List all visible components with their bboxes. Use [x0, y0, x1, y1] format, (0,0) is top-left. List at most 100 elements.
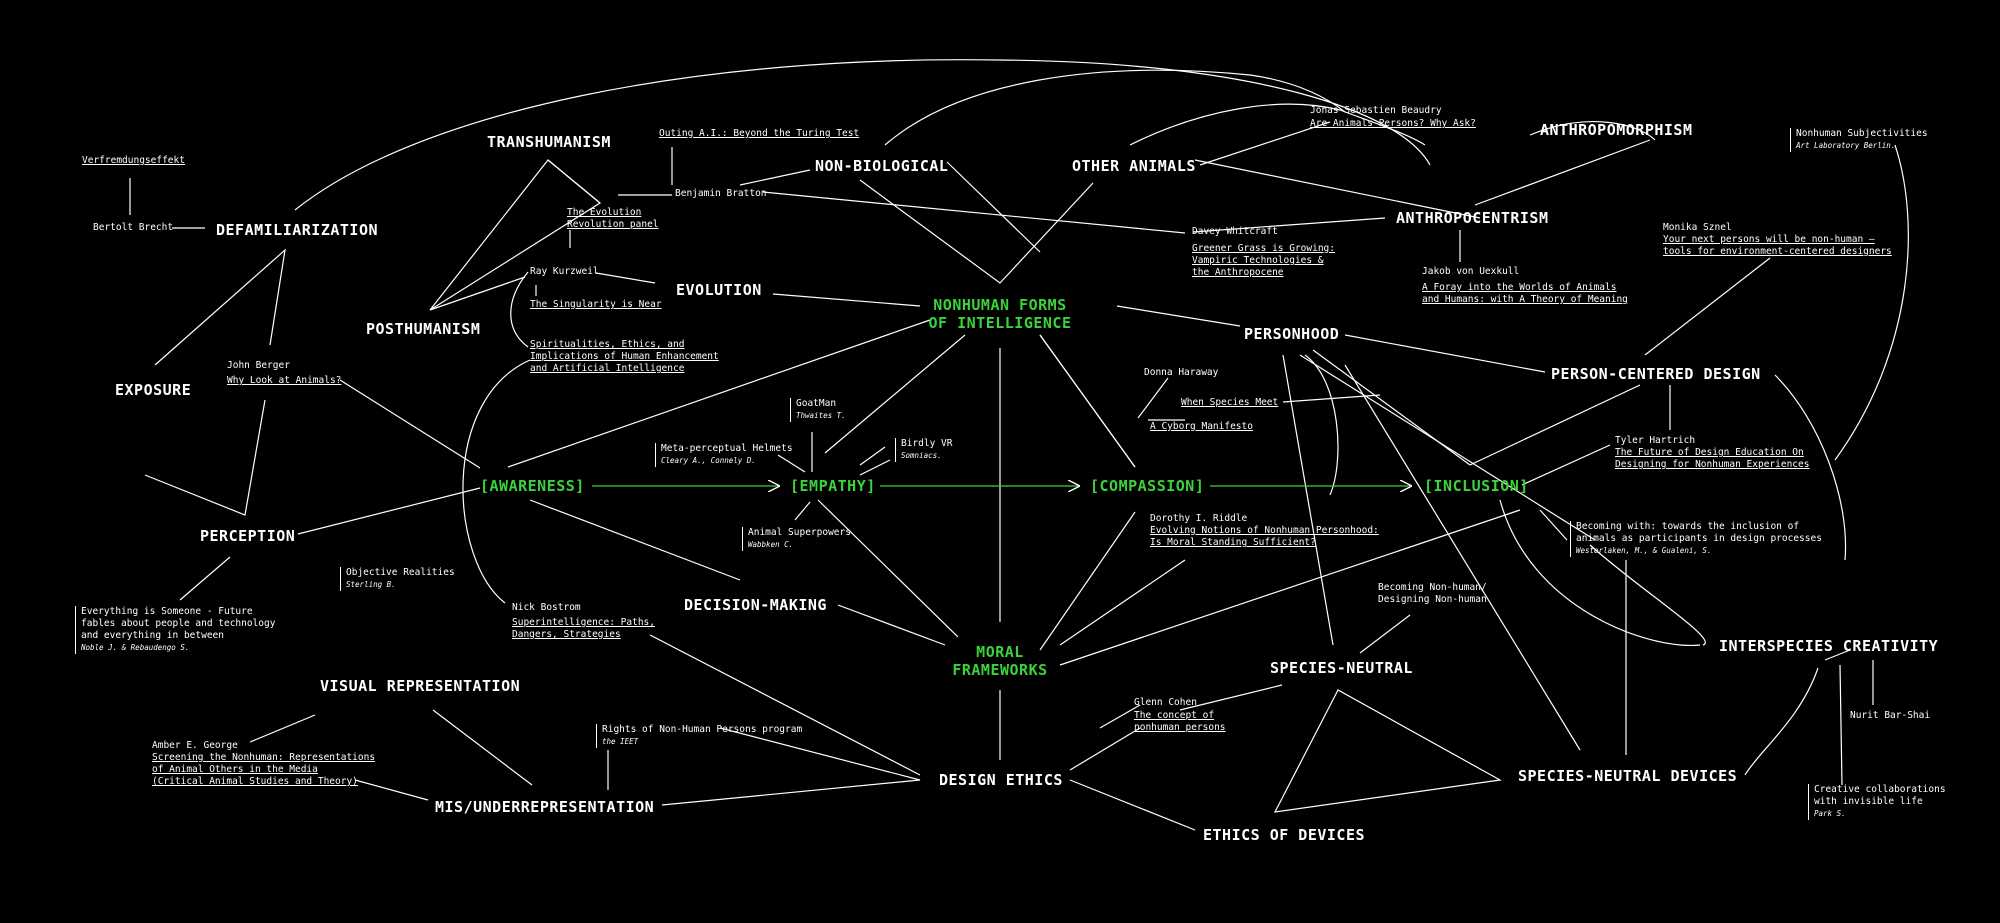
- core-moral-line1: MORAL: [976, 643, 1024, 661]
- ref-subjectivities-author: Art Laboratory Berlin.: [1796, 141, 1896, 150]
- ref-superpowers-title: Animal Superpowers: [748, 527, 851, 538]
- concept-visual-representation: VISUAL REPRESENTATION: [320, 677, 521, 695]
- ref-rights-title: Rights of Non-Human Persons program: [602, 724, 803, 735]
- concept-anthropomorphism: ANTHROPOMORPHISM: [1540, 121, 1693, 139]
- ref-everything-someone: Everything is Someone - Future fables ab…: [75, 606, 275, 654]
- ref-becoming-non-2: Designing Non-human: [1378, 594, 1487, 605]
- ref-spiritualities[interactable]: Spiritualities, Ethics, and Implications…: [530, 339, 719, 375]
- ref-sznel: Monika Sznel: [1663, 222, 1732, 233]
- ref-superint-1: Superintelligence: Paths,: [512, 617, 655, 628]
- ref-subjectivities: Nonhuman Subjectivities Art Laboratory B…: [1790, 128, 1928, 152]
- ref-screening-2: of Animal Others in the Media: [152, 764, 318, 775]
- ref-spiritualities-3: and Artificial Intelligence: [530, 363, 685, 374]
- ref-goatman: GoatMan Thwaites T.: [790, 398, 846, 422]
- ref-cyborg[interactable]: A Cyborg Manifesto: [1150, 421, 1253, 432]
- ref-next-persons[interactable]: Your next persons will be non-human — to…: [1663, 234, 1892, 258]
- ref-greener-1: Greener Grass is Growing:: [1192, 243, 1335, 254]
- ref-spiritualities-1: Spiritualities, Ethics, and: [530, 339, 685, 350]
- core-compassion: [COMPASSION]: [1090, 477, 1205, 495]
- ref-greener-3: the Anthropocene: [1192, 267, 1284, 278]
- concept-posthumanism: POSTHUMANISM: [366, 320, 481, 338]
- ref-future-2: Designing for Nonhuman Experiences: [1615, 459, 1810, 470]
- ref-foray[interactable]: A Foray into the Worlds of Animals and H…: [1422, 282, 1628, 306]
- ref-why-look[interactable]: Why Look at Animals?: [227, 375, 342, 386]
- concept-non-biological: NON-BIOLOGICAL: [815, 157, 949, 175]
- ref-evolution-panel[interactable]: The Evolution Revolution panel: [567, 207, 659, 231]
- core-moral-frameworks: MORAL FRAMEWORKS: [930, 643, 1070, 679]
- concept-ethics-of-devices: ETHICS OF DEVICES: [1203, 826, 1366, 844]
- ref-evolving-notions[interactable]: Evolving Notions of Nonhuman Personhood:…: [1150, 525, 1379, 549]
- ref-greener-grass[interactable]: Greener Grass is Growing: Vampiric Techn…: [1192, 243, 1335, 279]
- ref-george: Amber E. George: [152, 740, 238, 751]
- core-nonhuman-line2: OF INTELLIGENCE: [928, 314, 1072, 332]
- ref-foray-2: and Humans: with A Theory of Meaning: [1422, 294, 1628, 305]
- ref-bratton: Benjamin Bratton: [675, 188, 767, 199]
- ref-rights-author: the IEET: [602, 737, 639, 746]
- ref-future-1: The Future of Design Education On: [1615, 447, 1804, 458]
- ref-becoming-with-author: Westerlaken, M., & Gualeni, S.: [1576, 546, 1712, 555]
- ref-creative-1: Creative collaborations: [1814, 784, 1946, 795]
- ref-superpowers: Animal Superpowers Wabbken C.: [742, 527, 851, 551]
- ref-becoming-with: Becoming with: towards the inclusion of …: [1570, 521, 1822, 557]
- ref-cohen: Glenn Cohen: [1134, 697, 1197, 708]
- ref-haraway: Donna Haraway: [1144, 367, 1219, 378]
- ref-kurzweil: Ray Kurzweil: [530, 266, 599, 277]
- ref-goatman-title: GoatMan: [796, 398, 837, 409]
- ref-riddle: Dorothy I. Riddle: [1150, 513, 1248, 524]
- ref-meta-helmets-title: Meta-perceptual Helmets: [661, 443, 793, 454]
- concept-design-ethics: DESIGN ETHICS: [939, 771, 1063, 789]
- ref-bar-shai: Nurit Bar-Shai: [1850, 710, 1931, 721]
- ref-species-meet[interactable]: When Species Meet: [1181, 397, 1279, 408]
- ref-everything-3: and everything in between: [81, 630, 224, 641]
- ref-becoming-non-human: Becoming Non-human/ Designing Non-human: [1378, 582, 1487, 606]
- concept-person-centered-design: PERSON-CENTERED DESIGN: [1551, 365, 1761, 383]
- concept-perception: PERCEPTION: [200, 527, 296, 545]
- core-empathy: [EMPATHY]: [790, 477, 876, 495]
- core-moral-line2: FRAMEWORKS: [952, 661, 1048, 679]
- ref-foray-1: A Foray into the Worlds of Animals: [1422, 282, 1617, 293]
- ref-animals-persons[interactable]: Are Animals Persons? Why Ask?: [1310, 118, 1476, 129]
- ref-screening-3: (Critical Animal Studies and Theory): [152, 776, 358, 787]
- ref-singularity[interactable]: The Singularity is Near: [530, 299, 662, 310]
- concept-anthropocentrism: ANTHROPOCENTRISM: [1396, 209, 1549, 227]
- ref-objective-author: Sterling B.: [346, 580, 396, 589]
- ref-next-persons-1: Your next persons will be non-human —: [1663, 234, 1875, 245]
- ref-outing-ai[interactable]: Outing A.I.: Beyond the Turing Test: [659, 128, 860, 139]
- ref-evolution-panel-1: The Evolution: [567, 207, 642, 218]
- ref-objective-realities: Objective Realities Sterling B.: [340, 567, 455, 591]
- ref-spiritualities-2: Implications of Human Enhancement: [530, 351, 719, 362]
- ref-birdly: Birdly VR Somniacs.: [895, 438, 952, 462]
- concept-transhumanism: TRANSHUMANISM: [487, 133, 611, 151]
- ref-becoming-with-1: Becoming with: towards the inclusion of: [1576, 521, 1800, 532]
- ref-concept-nonhuman[interactable]: The concept of nonhuman persons: [1134, 710, 1226, 734]
- ref-creative-author: Park S.: [1814, 809, 1846, 818]
- ref-bostrom: Nick Bostrom: [512, 602, 581, 613]
- ref-superpowers-author: Wabbken C.: [748, 540, 794, 549]
- ref-brecht: Bertolt Brecht: [93, 222, 174, 233]
- concept-decision-making: DECISION-MAKING: [684, 596, 827, 614]
- ref-evolving-2: Is Moral Standing Sufficient?: [1150, 537, 1316, 548]
- ref-hartrich: Tyler Hartrich: [1615, 435, 1696, 446]
- ref-screening[interactable]: Screening the Nonhuman: Representations …: [152, 752, 375, 788]
- core-inclusion: [INCLUSION]: [1424, 477, 1529, 495]
- ref-concept-2: nonhuman persons: [1134, 722, 1226, 733]
- concept-personhood: PERSONHOOD: [1244, 325, 1340, 343]
- concept-species-neutral-devices: SPECIES-NEUTRAL DEVICES: [1518, 767, 1738, 785]
- ref-uexkull: Jakob von Uexkull: [1422, 266, 1520, 277]
- concept-species-neutral: SPECIES-NEUTRAL: [1270, 659, 1413, 677]
- ref-berger: John Berger: [227, 360, 290, 371]
- core-awareness: [AWARENESS]: [480, 477, 585, 495]
- ref-birdly-author: Somniacs.: [901, 451, 942, 460]
- concept-misrepresentation: MIS/UNDERREPRESENTATION: [435, 798, 655, 816]
- ref-becoming-with-2: animals as participants in design proces…: [1576, 533, 1822, 544]
- ref-superintelligence[interactable]: Superintelligence: Paths, Dangers, Strat…: [512, 617, 655, 641]
- core-nonhuman-line1: NONHUMAN FORMS: [933, 296, 1067, 314]
- ref-creative-collaborations: Creative collaborations with invisible l…: [1808, 784, 1946, 820]
- ref-future-design[interactable]: The Future of Design Education On Design…: [1615, 447, 1809, 471]
- ref-verfremdungseffekt[interactable]: Verfremdungseffekt: [82, 155, 185, 166]
- ref-everything-2: fables about people and technology: [81, 618, 276, 629]
- concept-exposure: EXPOSURE: [115, 381, 192, 399]
- concept-evolution: EVOLUTION: [676, 281, 762, 299]
